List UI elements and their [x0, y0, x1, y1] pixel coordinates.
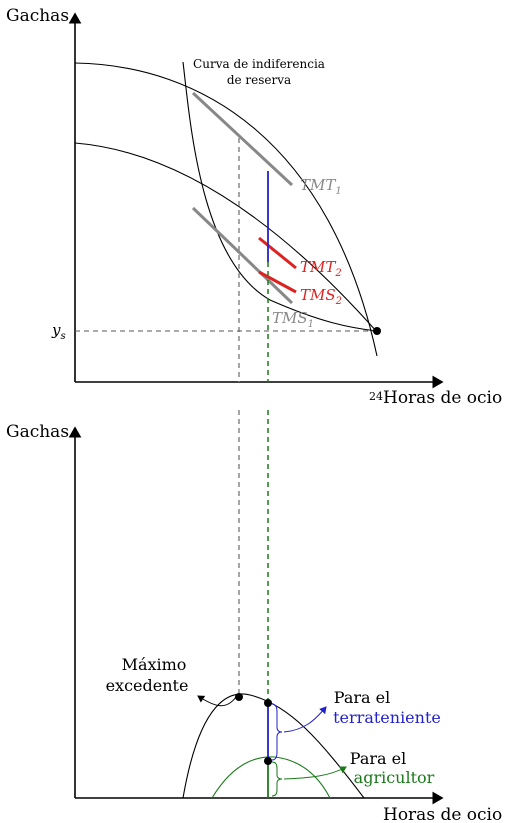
farmer-label-line2: agricultor [354, 768, 435, 787]
lower-frontier-curve [74, 142, 378, 333]
endowment-point [373, 327, 381, 335]
farmer-surplus-curve [211, 756, 331, 799]
x-tick-24: 24 [369, 390, 383, 403]
tmt2-label: TMT2 [300, 258, 342, 279]
bottom-panel: Gachas Horas de ocio Máximo excedente Pa… [6, 422, 502, 823]
landlord-label-line2: terrateniente [333, 708, 441, 727]
landlord-top-point [264, 699, 272, 707]
tms2-tangent-line [258, 270, 297, 294]
ys-label: ys [51, 321, 66, 342]
bottom-x-axis-label: Horas de ocio [383, 805, 502, 823]
tmt1-tangent-line [191, 91, 294, 187]
indifference-label-line1: Curva de indiferencia [193, 57, 325, 71]
landlord-brace [271, 703, 283, 761]
farmer-label-line1: Para el [350, 749, 406, 768]
top-y-axis-label: Gachas [6, 6, 69, 26]
top-x-axis-label: Horas de ocio [383, 388, 502, 408]
max-surplus-label-line2: excedente [106, 676, 189, 695]
farmer-top-point [264, 757, 272, 765]
max-surplus-arrow [197, 695, 237, 707]
tms1-label: TMS1 [272, 309, 314, 330]
bottom-y-axis-label: Gachas [6, 422, 69, 442]
farmer-brace [271, 761, 283, 797]
farmer-arrow [283, 766, 347, 780]
indifference-label-line2: de reserva [227, 73, 291, 87]
tmt2-tangent-line [258, 236, 297, 270]
top-panel: Gachas Horas de ocio 24 Curva de indifer… [6, 6, 502, 408]
landlord-arrow [283, 706, 327, 733]
max-surplus-label-line1: Máximo [122, 655, 187, 674]
landlord-label-line1: Para el [334, 688, 390, 707]
tms2-label: TMS2 [300, 286, 342, 307]
tmt1-label: TMT1 [300, 176, 342, 197]
max-surplus-point [235, 693, 243, 701]
upper-frontier-curve [74, 62, 378, 357]
total-surplus-curve [182, 693, 365, 799]
reservation-indifference-curve [182, 61, 378, 332]
tms1-tangent-line [191, 206, 294, 305]
